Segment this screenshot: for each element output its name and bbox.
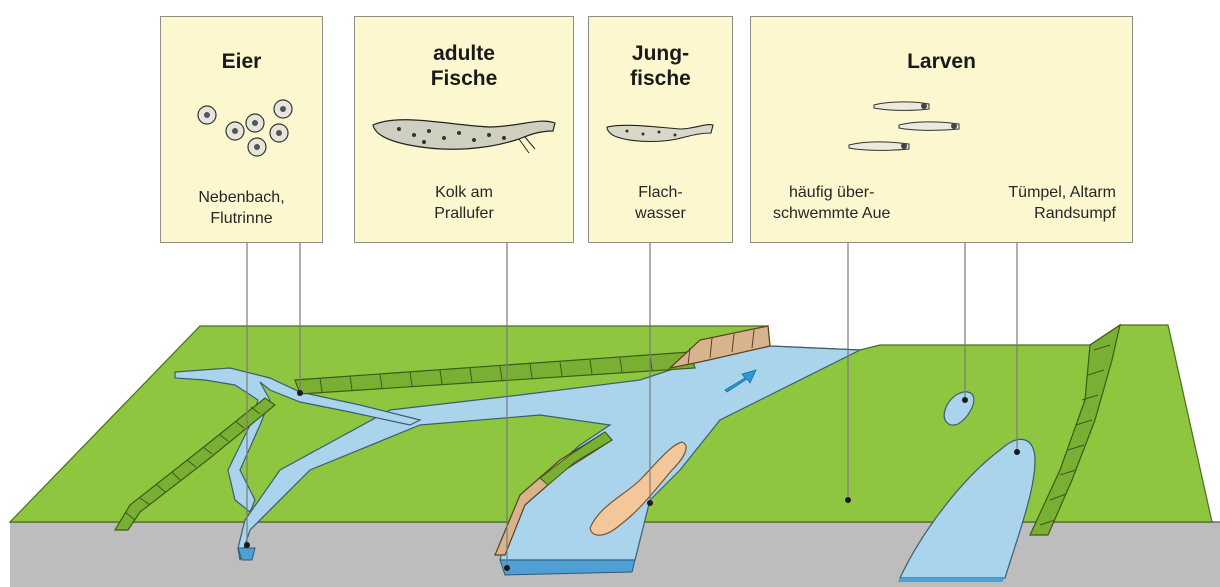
- juvenile-fish-illustration: [605, 115, 715, 150]
- panel-juveniles-title: Jung- fische: [589, 41, 732, 91]
- larvae-illustration: [844, 95, 974, 170]
- panel-eggs-title: Eier: [161, 49, 322, 74]
- dot-eggs-right: [297, 390, 303, 396]
- panel-larvae: Larven häufig über- schwemmte Aue Tümpel…: [750, 16, 1133, 243]
- eggs-illustration: [187, 95, 297, 165]
- panel-adults: adulte Fische Kolk am Prallufer: [354, 16, 574, 243]
- panel-adults-title: adulte Fische: [355, 41, 573, 91]
- panel-adults-caption: Kolk am Prallufer: [363, 182, 565, 224]
- dot-larvae-pond: [962, 397, 968, 403]
- dot-juveniles: [647, 500, 653, 506]
- dot-eggs-left: [244, 542, 250, 548]
- oxbow-deep: [898, 578, 1005, 582]
- panel-juveniles-caption: Flach- wasser: [597, 182, 724, 224]
- panel-eggs-caption: Nebenbach, Flutrinne: [169, 187, 314, 229]
- panel-larvae-title: Larven: [751, 49, 1132, 74]
- panel-juveniles: Jung- fische Flach- wasser: [588, 16, 733, 243]
- deep-water-section: [500, 560, 635, 575]
- dot-larvae-oxbow: [1014, 449, 1020, 455]
- dot-larvae-floodplain: [845, 497, 851, 503]
- panel-eggs: Eier Nebenbach, Flutrinne: [160, 16, 323, 243]
- panel-larvae-caption-left: häufig über- schwemmte Aue: [773, 182, 890, 224]
- panel-larvae-caption-right: Tümpel, Altarm Randsumpf: [1008, 182, 1116, 224]
- dot-adults: [504, 565, 510, 571]
- adult-fish-illustration: [369, 105, 559, 160]
